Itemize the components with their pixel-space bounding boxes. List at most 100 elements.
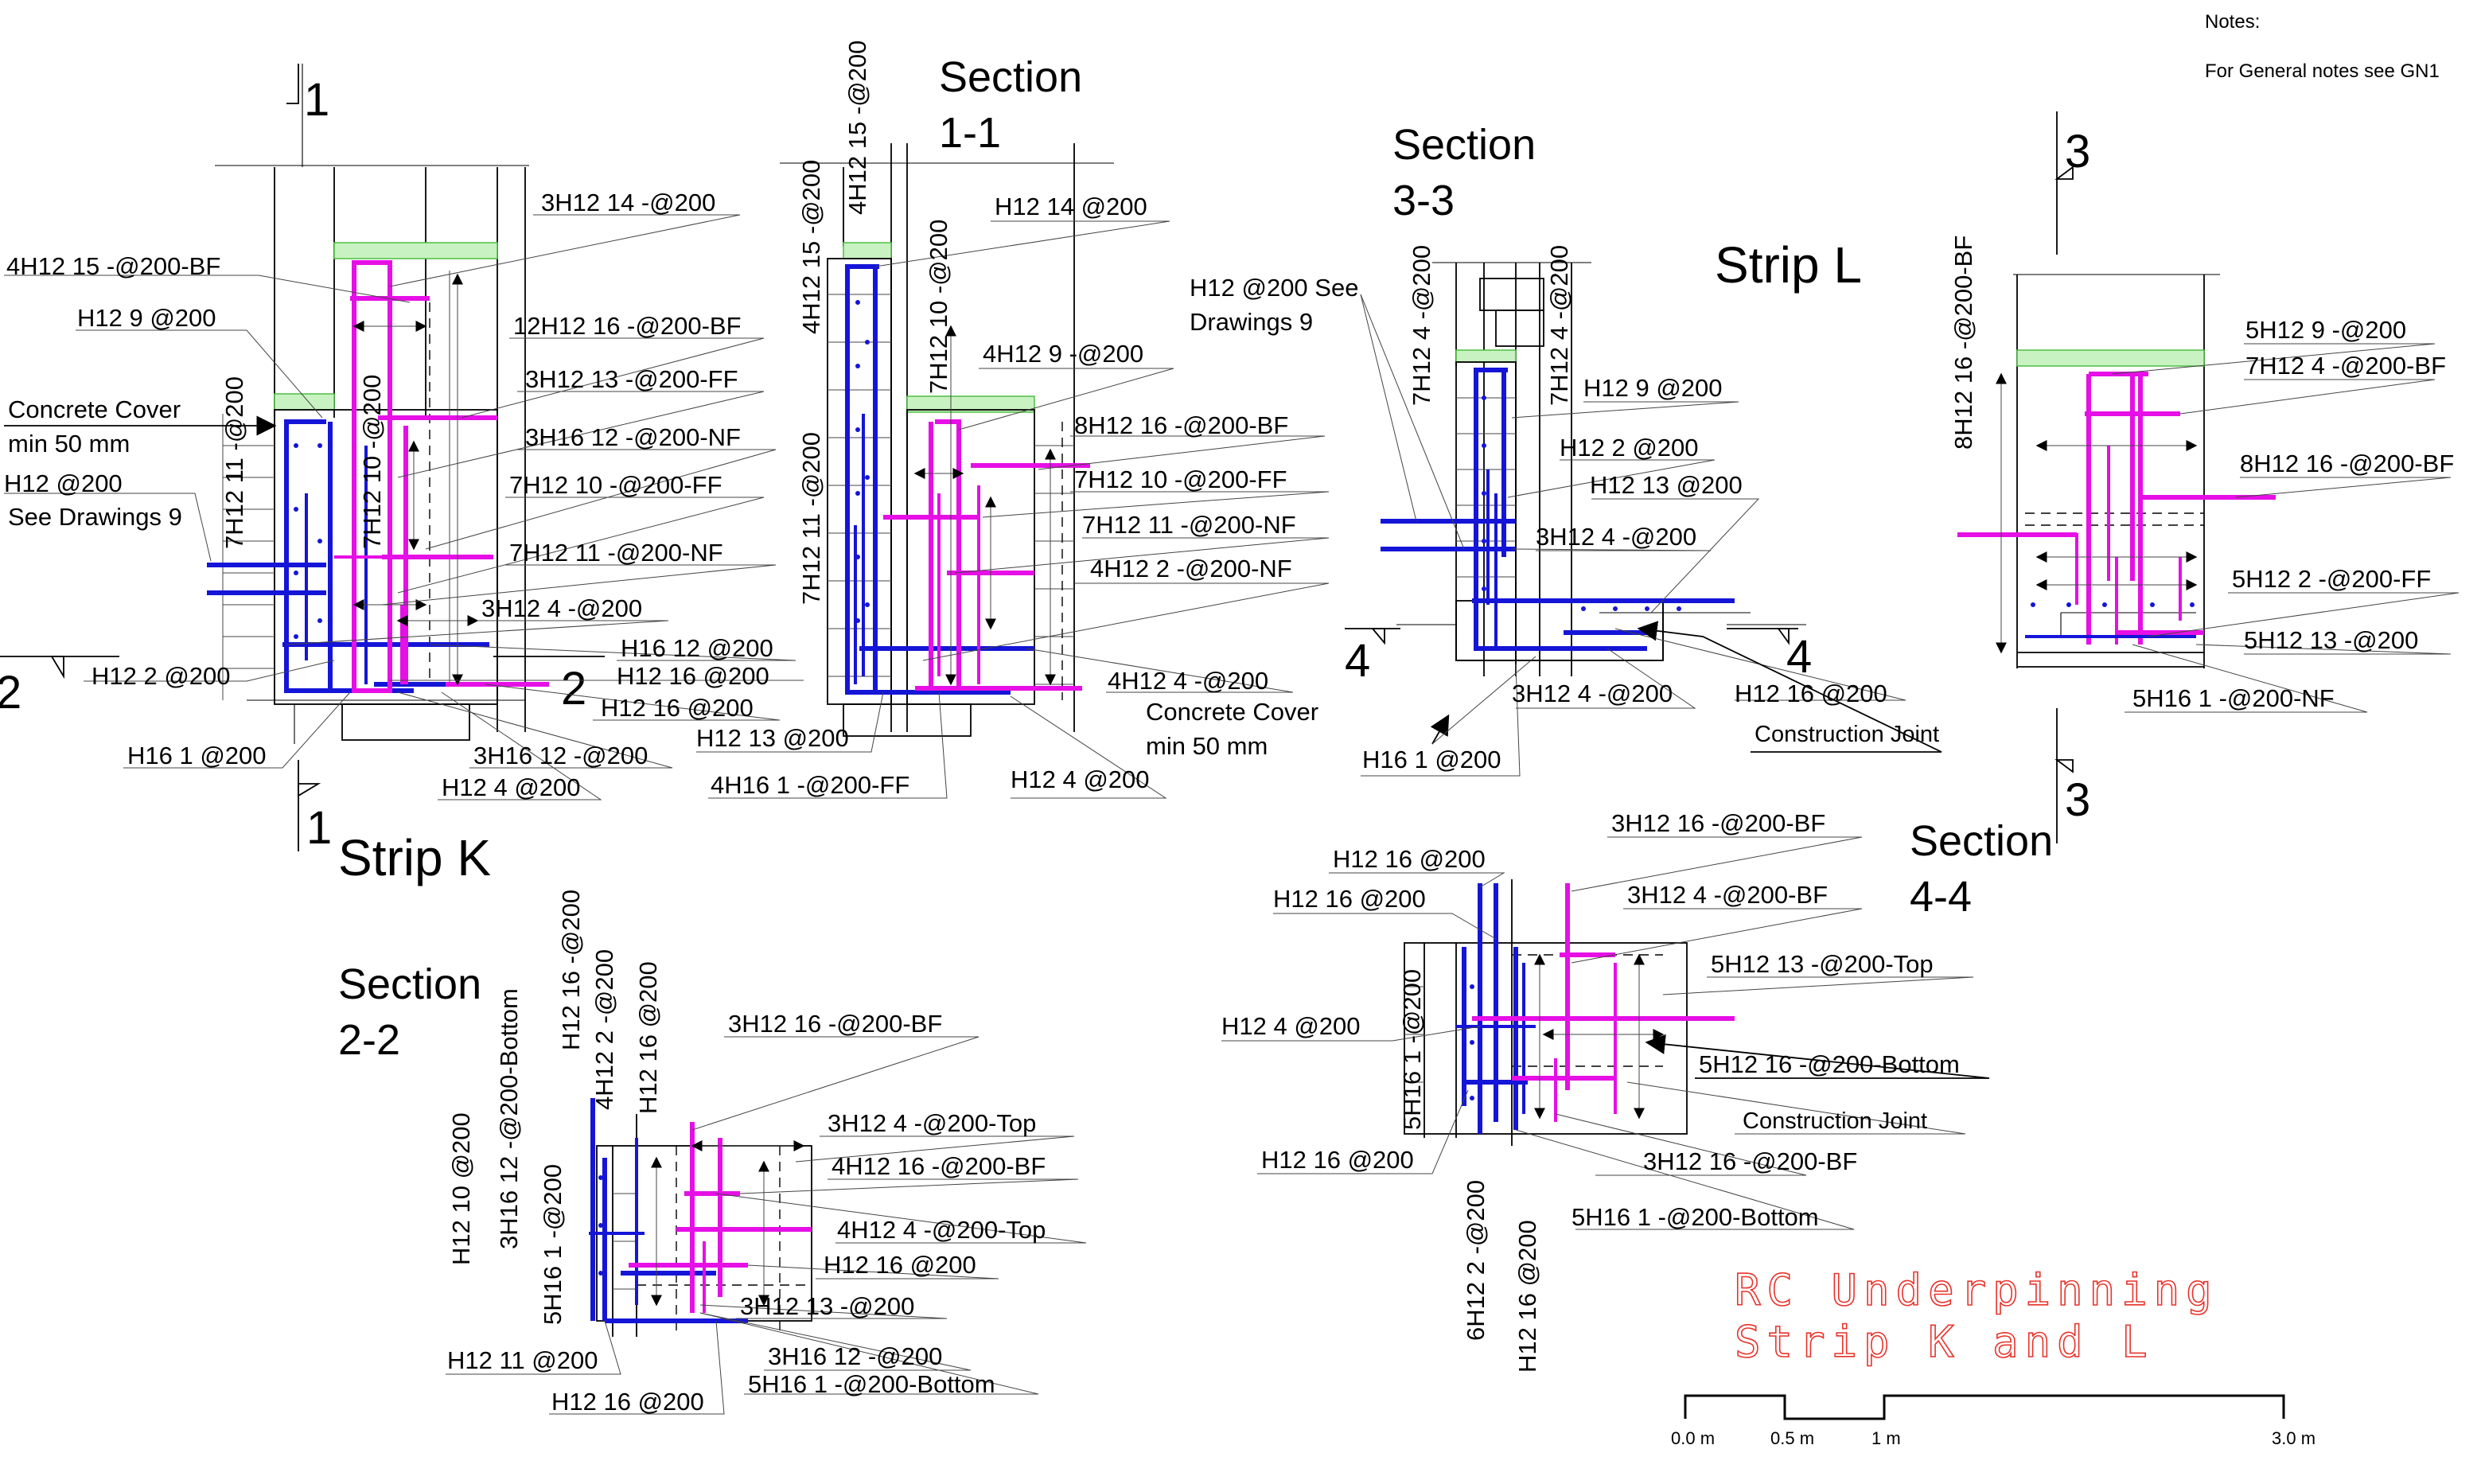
- label-h12-16-br3: H12 16 @200: [1261, 1146, 1414, 1174]
- label-5h16-1-bottom-br: 5H16 1 -@200-Bottom: [1571, 1203, 1819, 1231]
- section-3-3-rebar: [1381, 368, 1735, 651]
- label-8h12-16: 8H12 16 -@200-BF: [1074, 411, 1288, 439]
- section-4-4-cut-marks: 3 3: [2054, 111, 2090, 843]
- label-v-6h12-2: 6H12 2 -@200: [1462, 1180, 1490, 1341]
- label-v-4h12-2: 4H12 2 -@200: [590, 949, 618, 1110]
- section-br-rebar: [1456, 883, 1735, 1134]
- strip-l-title: Strip L: [1715, 236, 1862, 294]
- label-v-h12-16-b: H12 16 @200: [634, 961, 662, 1114]
- label-5h12-13: 5H12 13 -@200: [2244, 626, 2418, 654]
- cut-mark-2-right: 2: [561, 663, 586, 715]
- label-h12-16-2a: H12 16 @200: [824, 1251, 976, 1279]
- label-min-50mm-3: min 50 mm: [1146, 732, 1268, 760]
- section-3-3-labels: Section 3-3 Strip L H12 @200 See Drawing…: [1146, 121, 1939, 773]
- label-3h12-4-top: 3H12 4 -@200-Top: [828, 1109, 1036, 1137]
- section-2-2-labels: Section 2-2 3H12 16 -@200-BF 3H12 4 -@20…: [338, 890, 1046, 1416]
- label-4h12-4: 4H12 4 -@200: [1108, 667, 1268, 695]
- section-1-1: Section 1-1 H12 14 @200 4H12 9 -@200 8H1…: [696, 41, 1330, 799]
- label-4h12-9: 4H12 9 -@200: [983, 340, 1143, 368]
- section-4-4-rebar: [1957, 372, 2276, 645]
- section-br-leaders: [1221, 836, 1990, 1230]
- label-h12-16-br1: H12 16 @200: [1333, 845, 1486, 873]
- label-h12-14: H12 14 @200: [995, 193, 1147, 220]
- section-1-1-outline: [780, 143, 1114, 737]
- section-1-1-rebar: [845, 264, 1090, 695]
- label-v-4h12-15-a: 4H12 15 -@200: [843, 41, 871, 215]
- label-5h12-9: 5H12 9 -@200: [2245, 316, 2406, 344]
- label-8h12-16-bf: 8H12 16 -@200-BF: [2240, 450, 2454, 477]
- label-h12-200-see: H12 @200 See: [1190, 274, 1358, 302]
- cut-mark-3-top: 3: [2065, 126, 2090, 177]
- label-h12-11: H12 11 @200: [447, 1346, 598, 1374]
- label-4h16-1-ff: 4H16 1 -@200-FF: [711, 771, 909, 799]
- label-3h16-12-2: 3H16 12 -@200: [768, 1342, 942, 1370]
- label-5h16-1-nf: 5H16 1 -@200-NF: [2132, 684, 2335, 712]
- label-3h12-16-bf-br2: 3H12 16 -@200-BF: [1643, 1147, 1857, 1175]
- label-v-7h12-11: 7H12 11 -@200: [220, 376, 248, 549]
- section-2-2-dimensions: [651, 1140, 805, 1307]
- label-h12-16-2b: H12 16 @200: [551, 1388, 704, 1416]
- label-4h12-4-top: 4H12 4 -@200-Top: [837, 1216, 1046, 1244]
- label-v-h12-16-a: H12 16 -@200: [557, 890, 585, 1050]
- section-3-3-title1: Section: [1392, 121, 1536, 169]
- label-3h12-4-a: 3H12 4 -@200: [1536, 523, 1696, 551]
- section-1-1-title2: 1-1: [939, 109, 1001, 157]
- label-7h12-11: 7H12 11 -@200-NF: [509, 539, 723, 567]
- cut-mark-1-top: 1: [304, 74, 329, 126]
- label-3h12-16-bf-2: 3H12 16 -@200-BF: [728, 1010, 942, 1038]
- section-3-3-outline: [1396, 262, 1806, 676]
- section-4-4-dimensions: [1996, 372, 2198, 654]
- label-h12-4-br: H12 4 @200: [1221, 1012, 1361, 1040]
- strip-k-cut-marks: 1 1 2 2: [0, 64, 605, 854]
- label-h12-2: H12 2 @200: [92, 662, 231, 690]
- cut-mark-4-left: 4: [1345, 635, 1370, 687]
- label-min-50mm: min 50 mm: [8, 430, 130, 458]
- section-3-3-cut-marks: 4 4: [1345, 628, 1812, 687]
- scale-tick-0: 0.0 m: [1671, 1428, 1715, 1448]
- label-3h12-13: 3H12 13 -@200: [740, 1292, 914, 1320]
- label-5h12-16-bottom: 5H12 16 -@200-Bottom: [1699, 1050, 1960, 1078]
- label-h12-13: H12 13 @200: [696, 724, 849, 752]
- section-4-4-title1: Section: [1910, 817, 2053, 865]
- section-1-1-labels: Section 1-1 H12 14 @200 4H12 9 -@200 8H1…: [696, 41, 1296, 799]
- label-h12-16-a: H12 16 @200: [617, 662, 769, 690]
- scale-tick-3: 3.0 m: [2272, 1428, 2315, 1448]
- section-4-4-labels: Section 4-4 5H12 9 -@200 7H12 4 -@200-BF…: [1910, 236, 2454, 921]
- label-7h12-4-bf: 7H12 4 -@200-BF: [2245, 352, 2446, 380]
- section-2-2-rebar: [589, 1098, 812, 1323]
- label-3h12-14: 3H12 14 -@200: [541, 189, 715, 216]
- section-1-1-dots: [855, 300, 870, 623]
- label-3h12-4: 3H12 4 -@200: [481, 594, 642, 622]
- strip-k-labels: 4H12 15 -@200-BF H12 9 @200 Concrete Cov…: [4, 189, 773, 886]
- label-h12-4: H12 4 @200: [442, 773, 581, 801]
- label-h12-9-3: H12 9 @200: [1583, 374, 1723, 402]
- label-drawings-9: Drawings 9: [1190, 308, 1313, 336]
- notes-general: For General notes see GN1: [2205, 60, 2440, 82]
- label-5h12-2-ff: 5H12 2 -@200-FF: [2232, 565, 2431, 593]
- label-v-3h16-12-bottom: 3H16 12 -@200-Bottom: [495, 988, 523, 1249]
- section-3-3-leaders: [1360, 294, 1942, 777]
- section-1-1-leaders: [696, 220, 1330, 799]
- label-construction-joint-br: Construction Joint: [1743, 1108, 1927, 1134]
- section-4-4-title2: 4-4: [1910, 873, 1972, 921]
- notes-heading: Notes:: [2205, 11, 2260, 33]
- section-bottom-right: 3H12 16 -@200-BF H12 16 @200 H12 16 @200…: [1221, 809, 1990, 1373]
- strip-k-leaders: [4, 214, 804, 800]
- label-h12-200: H12 @200: [4, 469, 123, 497]
- section-2-2-title1: Section: [338, 960, 481, 1008]
- label-h12-16-b: H12 16 @200: [601, 694, 754, 722]
- strip-k-dots: [294, 443, 322, 639]
- notes-block: Notes: For General notes see GN1: [2205, 11, 2440, 82]
- label-concrete-cover: Concrete Cover: [8, 395, 181, 423]
- title-line-1: RC Underpinning: [1735, 1265, 2218, 1315]
- label-h12-16-3: H12 16 @200: [1735, 680, 1887, 707]
- section-3-3-dots: [1482, 395, 1681, 611]
- label-3h16-12-b: 3H16 12 -@200: [473, 742, 648, 769]
- label-concrete-cover-3: Concrete Cover: [1146, 698, 1318, 726]
- label-5h16-1-bottom: 5H16 1 -@200-Bottom: [748, 1370, 995, 1398]
- section-br-dimensions: [1534, 953, 1665, 1120]
- label-3h16-12: 3H16 12 -@200-NF: [525, 423, 741, 451]
- label-12h12-16: 12H12 16 -@200-BF: [513, 312, 742, 340]
- section-br-outline: [1404, 879, 1688, 1146]
